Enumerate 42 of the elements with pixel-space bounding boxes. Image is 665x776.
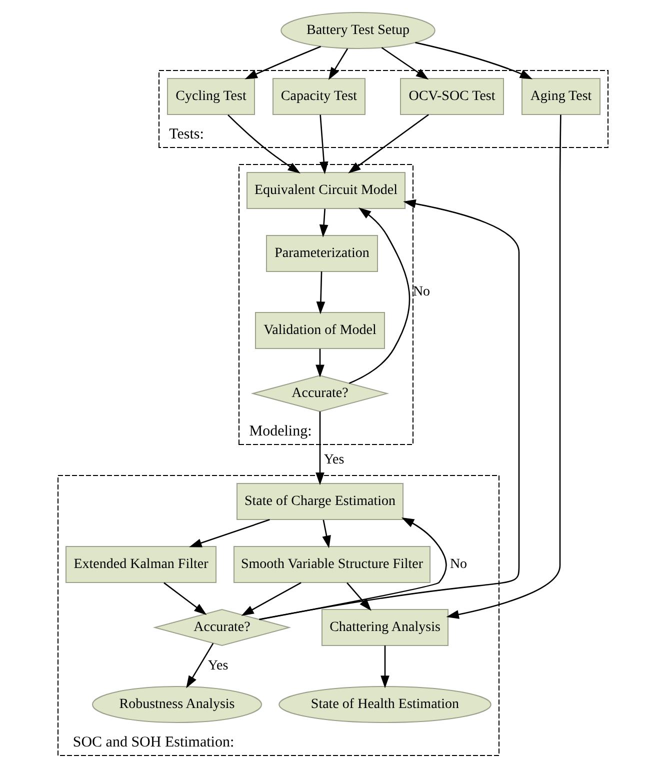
arrow [240, 582, 301, 616]
arrow [318, 208, 328, 238]
node-box: Chattering Analysis [321, 609, 448, 646]
arrow [227, 114, 300, 174]
arrow [328, 48, 348, 80]
arrow [348, 207, 410, 384]
node-box: Cycling Test [166, 78, 254, 115]
arrow [380, 47, 428, 80]
arrow [322, 520, 330, 548]
arrow [244, 46, 321, 80]
edge-label: Yes [323, 452, 344, 468]
arrow [318, 114, 328, 174]
node-diamond: Accurate? [152, 608, 291, 646]
node-ellipse: Battery Test Setup [280, 12, 435, 49]
node-box: Parameterization [266, 235, 378, 272]
node-box: Capacity Test [272, 78, 365, 115]
edge-label: No [449, 557, 467, 572]
node-box: State of Charge Estimation [236, 483, 403, 520]
arrow [414, 42, 532, 80]
arrow [188, 519, 270, 548]
arrow [258, 199, 520, 620]
node-ellipse: Robustness Analysis [92, 686, 262, 723]
arrow [316, 272, 325, 314]
node-box: Equivalent Circuit Model [246, 172, 405, 209]
node-diamond: Accurate? [250, 374, 389, 412]
node-box: Aging Test [521, 78, 600, 115]
arrow [259, 518, 446, 620]
arrow [380, 646, 389, 688]
edge-label: Yes [207, 658, 228, 674]
arrow [163, 582, 206, 615]
node-ellipse: State of Health Estimation [278, 686, 491, 723]
node-box: OCV-SOC Test [400, 78, 504, 115]
arrow [346, 582, 371, 611]
arrow [315, 348, 324, 378]
arrow [315, 412, 324, 486]
edge-label: No [412, 284, 430, 300]
arrow [446, 114, 561, 619]
arrow [348, 114, 428, 174]
node-box: Extended Kalman Filter [65, 546, 216, 583]
node-box: Validation of Model [254, 312, 384, 349]
arrow [186, 642, 214, 688]
node-box: Smooth Variable Structure Filter [233, 546, 430, 583]
